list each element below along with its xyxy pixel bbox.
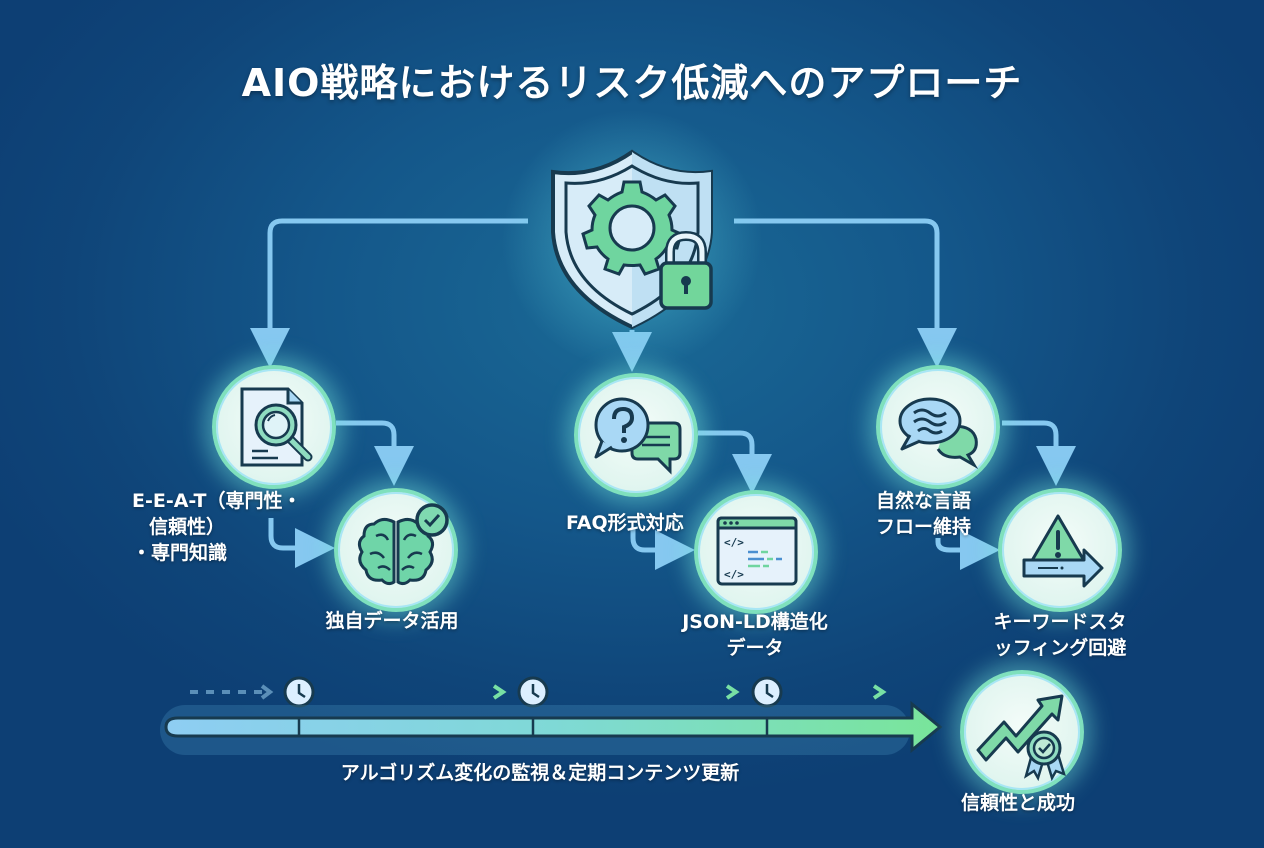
clock-icon bbox=[517, 676, 549, 708]
clock-icon bbox=[283, 676, 315, 708]
label-natural-language: 自然な言語 フロー維持 bbox=[876, 488, 971, 540]
label-line: ッフィング回避 bbox=[993, 637, 1127, 659]
document-search-icon bbox=[240, 387, 313, 467]
connector-b3-top bbox=[1002, 420, 1076, 486]
connector-left bbox=[250, 218, 528, 368]
label-line: 信頼性） bbox=[149, 516, 226, 538]
label-line: JSON-LD構造化 bbox=[682, 611, 828, 633]
label-json-ld: JSON-LD構造化 データ bbox=[650, 609, 860, 661]
node-json-ld: </> </> bbox=[694, 490, 818, 614]
growth-award-icon bbox=[976, 694, 1066, 782]
node-eeat bbox=[212, 365, 336, 489]
label-faq: FAQ形式対応 bbox=[566, 510, 684, 536]
label-proprietary-data: 独自データ活用 bbox=[300, 608, 484, 634]
connector-b1-bottom bbox=[268, 518, 335, 568]
faq-chat-icon bbox=[594, 397, 682, 475]
label-line: 独自データ活用 bbox=[325, 610, 459, 632]
connector-b3-bottom bbox=[935, 530, 1000, 570]
label-line: ・専門知識 bbox=[132, 542, 228, 564]
label-keyword-stuffing: キーワードスタ ッフィング回避 bbox=[960, 609, 1160, 661]
label-line: E-E-A-T（専門性・ bbox=[132, 490, 302, 512]
svg-text:</>: </> bbox=[724, 568, 744, 581]
node-keyword-stuffing bbox=[998, 488, 1122, 612]
code-window-icon: </> </> bbox=[716, 516, 798, 586]
speech-bubbles-icon bbox=[898, 397, 979, 470]
connector-b2-bottom bbox=[630, 527, 695, 570]
label-line: データ bbox=[726, 637, 784, 659]
node-success bbox=[960, 670, 1084, 794]
brain-check-icon bbox=[357, 503, 449, 586]
connector-right bbox=[734, 218, 957, 368]
label-success: 信頼性と成功 bbox=[960, 792, 1075, 814]
timeline bbox=[160, 676, 943, 755]
node-natural-language bbox=[876, 365, 1000, 489]
label-eeat: E-E-A-T（専門性・ 信頼性） ・専門知識 bbox=[132, 488, 302, 566]
label-line: FAQ形式対応 bbox=[566, 512, 684, 534]
page-title: AIO戦略におけるリスク低減へのアプローチ bbox=[241, 61, 1023, 105]
connector-b1-top bbox=[336, 420, 414, 486]
label-line: キーワードスタ bbox=[993, 611, 1127, 633]
node-proprietary-data bbox=[334, 488, 458, 612]
label-line: 自然な言語 bbox=[876, 490, 972, 512]
node-faq bbox=[574, 373, 698, 497]
timeline-bar bbox=[164, 700, 943, 754]
warning-arrow-icon bbox=[1022, 514, 1104, 588]
connector-b2-top bbox=[698, 430, 772, 494]
timeline-label: アルゴリズム変化の監視＆定期コンテンツ更新 bbox=[340, 762, 740, 784]
clock-icon bbox=[751, 676, 783, 708]
label-line: フロー維持 bbox=[876, 516, 972, 538]
svg-text:</>: </> bbox=[724, 536, 744, 549]
